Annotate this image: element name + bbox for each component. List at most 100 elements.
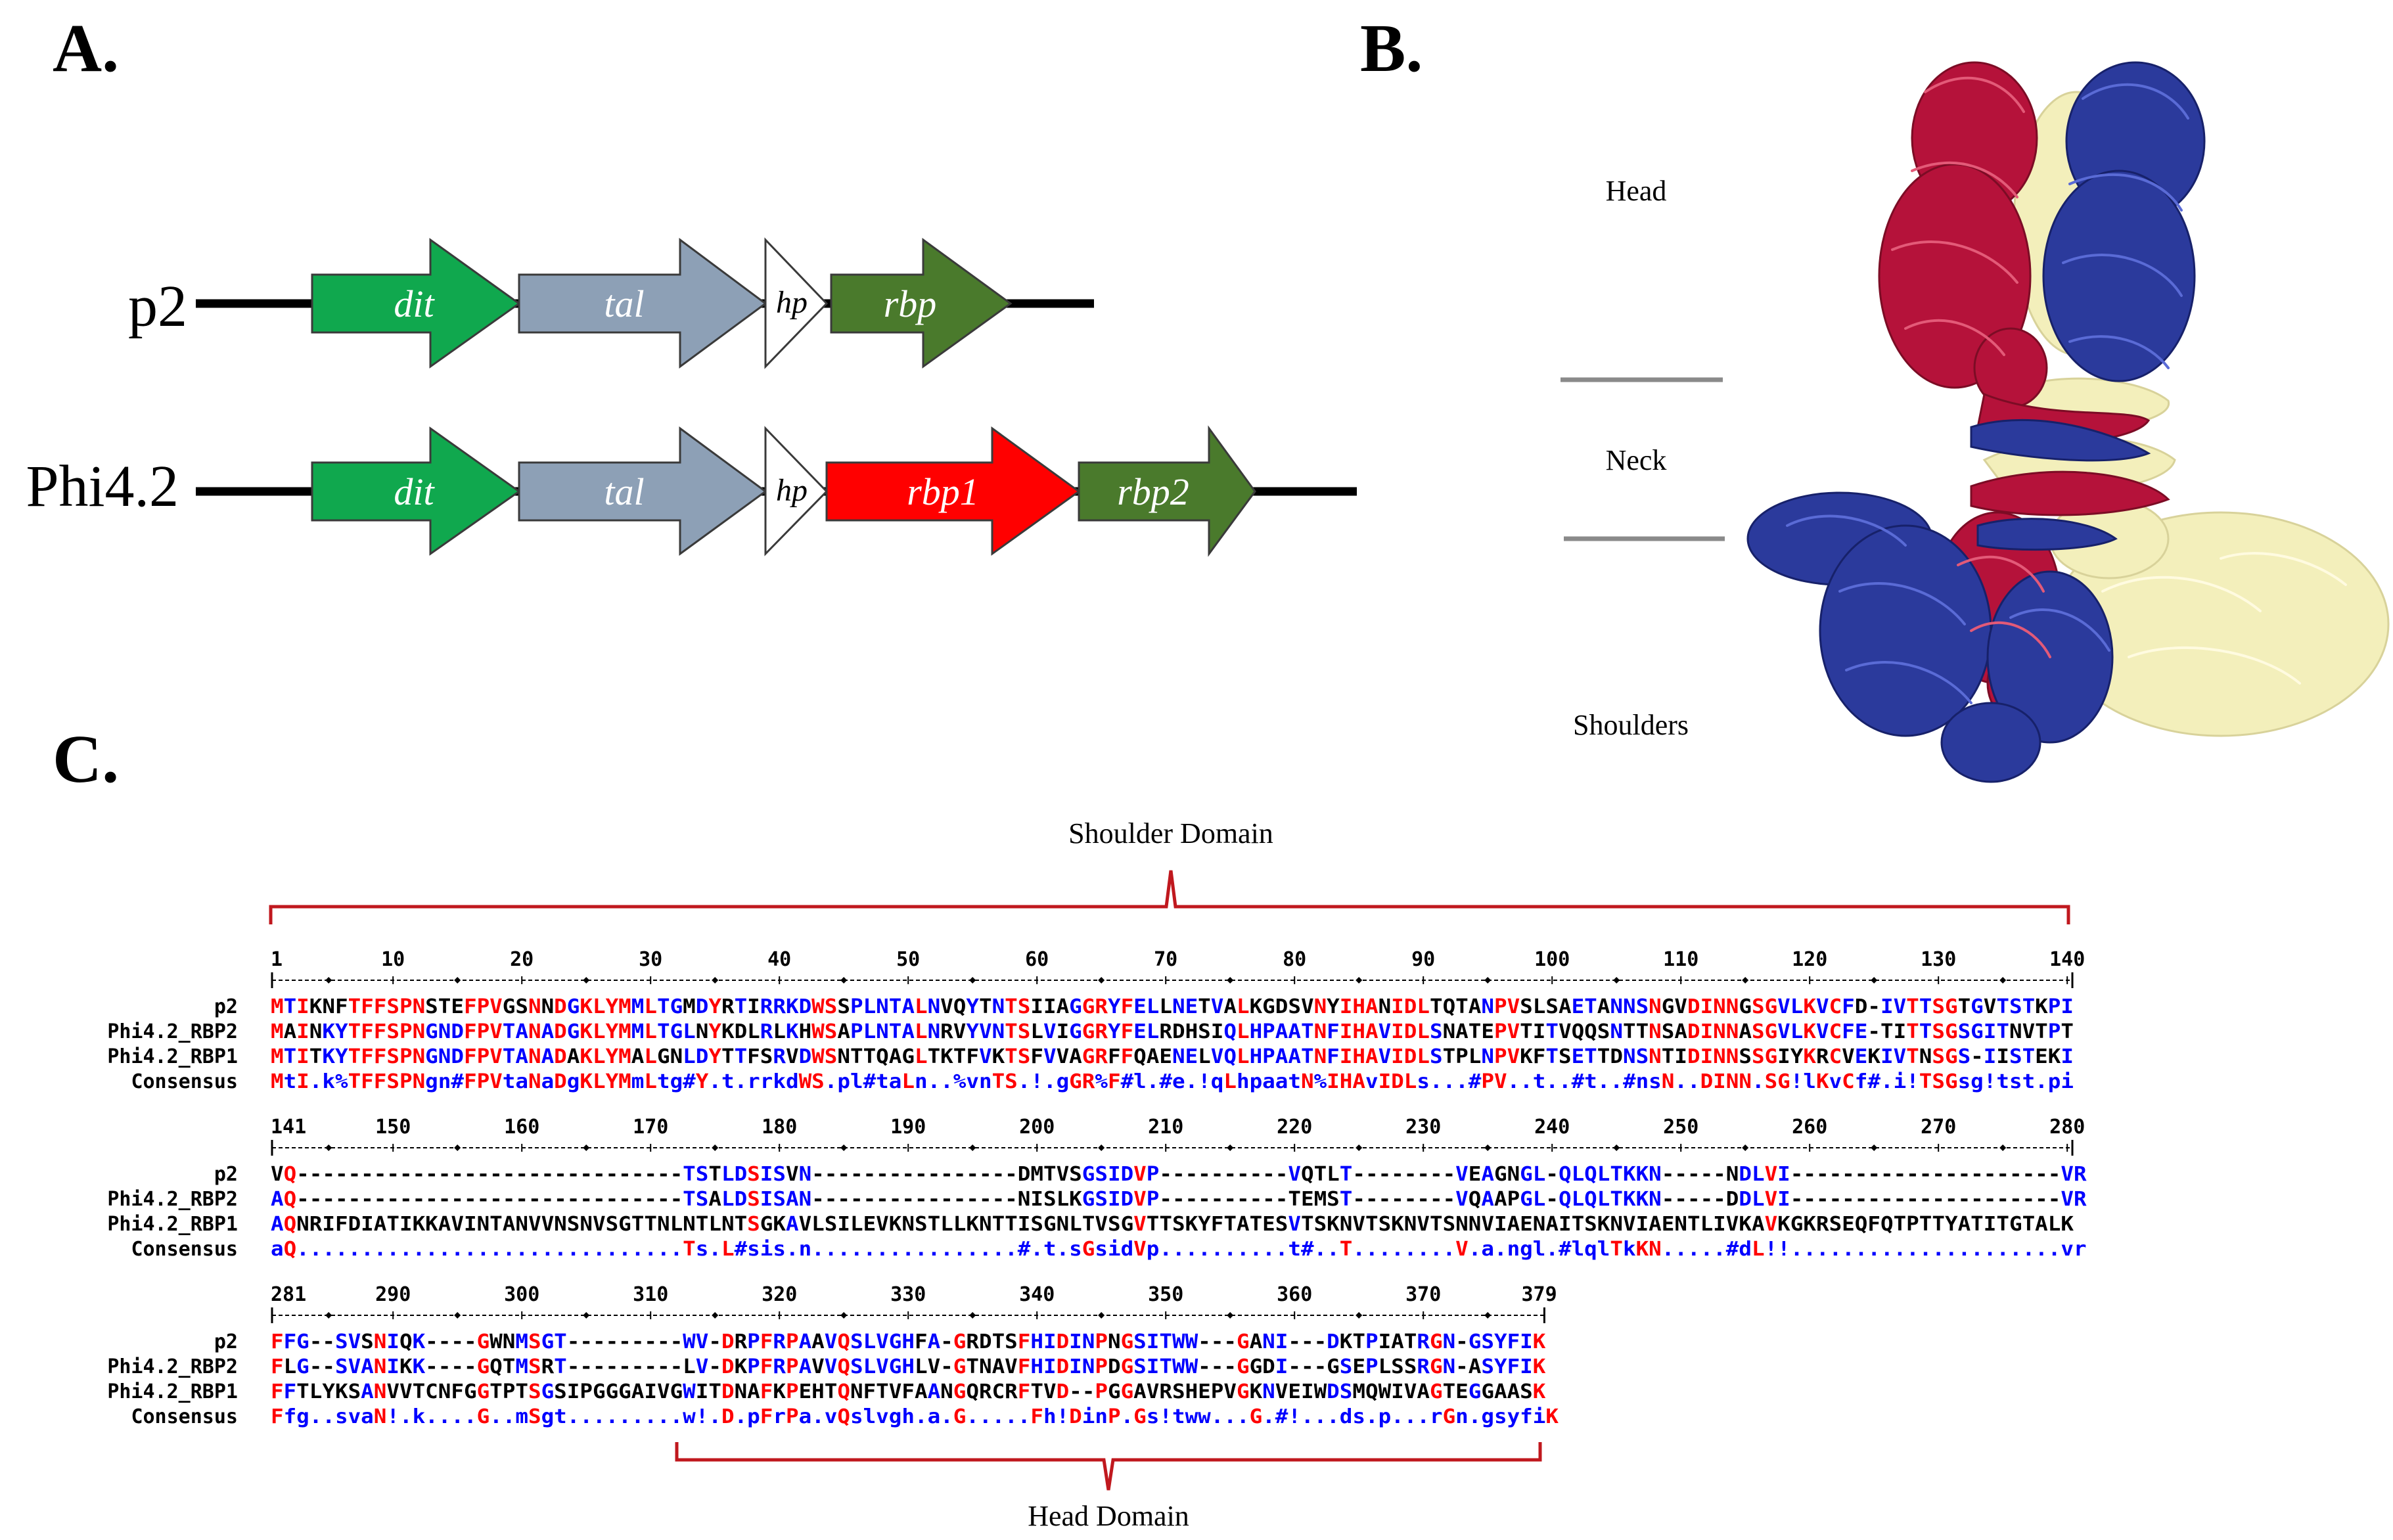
gene-label: dit [394, 283, 435, 325]
ruler-tick [454, 1312, 461, 1319]
sequence-name: Consensus [131, 1070, 238, 1093]
gene-label: hp [776, 285, 808, 320]
shoulder-domain-label: Shoulder Domain [1068, 817, 1273, 849]
ruler-tick [1999, 1144, 2007, 1151]
ruler-number: 379 [1522, 1283, 1557, 1306]
gene-dit: dit [311, 426, 521, 556]
ruler-number: 10 [381, 948, 405, 971]
gene-label: tal [604, 470, 644, 513]
ruler-tick [1098, 1312, 1105, 1319]
ruler-tick [969, 977, 976, 984]
sequence-row: MtI.k%TFFSPNgn#FPVtaNaDgKLYMmLtg#Y.t.rrk… [271, 1070, 2074, 1093]
sequence-row: AQNRIFDIATIKKAVINTANVVNSNVSGTTNLNTLNTSGK… [271, 1213, 2074, 1236]
gene-hp: hp [764, 426, 829, 556]
ruler-tick [969, 1312, 976, 1319]
ruler-tick [1356, 977, 1363, 984]
head-domain-label: Head Domain [1028, 1500, 1189, 1532]
ruler-tick [454, 977, 461, 984]
sequence-row: VQ------------------------------TSTLDSIS… [271, 1163, 2087, 1186]
sequence-name: p2 [214, 1330, 238, 1353]
ruler-tick [1871, 977, 1878, 984]
ruler-tick [1613, 1144, 1620, 1151]
ruler-number: 280 [2049, 1116, 2085, 1139]
ruler-tick [583, 977, 590, 984]
ruler-number: 210 [1148, 1116, 1183, 1139]
sequence-name: p2 [214, 995, 238, 1018]
protein-structure: Head Neck Shoulders [1561, 61, 2390, 783]
ruler-number: 220 [1277, 1116, 1312, 1139]
ruler-number: 141 [271, 1116, 306, 1139]
panel-a-label: A. [53, 11, 119, 86]
gene-dit: dit [311, 238, 521, 369]
ruler-tick [1484, 1144, 1492, 1151]
ruler-number: 340 [1019, 1283, 1055, 1306]
ruler-tick [325, 1144, 332, 1151]
ruler-number: 60 [1025, 948, 1049, 971]
ruler-number: 180 [762, 1116, 797, 1139]
ruler-tick [1227, 1144, 1234, 1151]
sequence-name: Consensus [131, 1238, 238, 1261]
ruler-number: 330 [890, 1283, 926, 1306]
sequence-name: Phi4.2_RBP2 [107, 1020, 238, 1043]
head-domain-bracket [675, 1442, 1542, 1491]
gene-hp: hp [764, 237, 829, 369]
ruler-tick [1871, 1144, 1878, 1151]
operon-phi4-2: Phi4.2 dit tal hp rbp1 rbp2 [26, 425, 1357, 557]
ruler-tick [840, 977, 848, 984]
ruler-tick [1742, 1144, 1749, 1151]
sequence-row: MAINKYTFFSPNGNDFPVTANADGKLYMMLTGLNYKDLRL… [271, 1020, 2074, 1043]
ruler-number: 80 [1283, 948, 1306, 971]
ruler-number: 250 [1663, 1116, 1698, 1139]
ruler-number: 1 [271, 948, 283, 971]
sequence-row: FFTLYKSANVVTCNFGGTPTSGSIPGGGAIVGWITDNAFK… [271, 1380, 1545, 1403]
gene-rbp1: rbp1 [825, 426, 1081, 556]
ruler-number: 190 [890, 1116, 926, 1139]
ruler-tick [583, 1312, 590, 1319]
operon-p2: p2 dit tal hp rbp [128, 237, 1094, 369]
ruler-number: 140 [2049, 948, 2085, 971]
ruler-number: 310 [633, 1283, 668, 1306]
panel-c-label: C. [53, 721, 119, 797]
ruler-number: 100 [1534, 948, 1570, 971]
head-region-label: Head [1606, 175, 1667, 207]
ruler-number: 150 [375, 1116, 411, 1139]
operon-name: p2 [128, 274, 187, 339]
ruler-tick [1742, 977, 1749, 984]
strand-texture [1786, 76, 2347, 704]
neck-region-label: Neck [1606, 444, 1667, 476]
gene-label: rbp2 [1117, 470, 1189, 513]
gene-label: rbp [884, 283, 937, 325]
ruler-tick [1356, 1312, 1363, 1319]
ruler-number: 170 [633, 1116, 668, 1139]
ruler-tick [1999, 977, 2007, 984]
sequence-name: Phi4.2_RBP1 [107, 1213, 238, 1236]
ruler-number: 40 [767, 948, 791, 971]
ruler-number: 90 [1411, 948, 1435, 971]
ruler-tick [1613, 977, 1620, 984]
ruler-tick [583, 1144, 590, 1151]
sequence-row: MTITKYTFFSPNGNDFPVTANADAKLYMALGNLDYTTFSR… [271, 1045, 2074, 1068]
ruler-tick [1356, 1144, 1363, 1151]
gene-rbp: rbp [830, 238, 1013, 369]
ruler-tick [712, 977, 719, 984]
sequence-row: FFG--SVSNIQK----GWNMSGT---------WV-DRPFR… [271, 1330, 1545, 1353]
ruler-tick [325, 1312, 332, 1319]
sequence-row: FLG--SVANIKK----GQTMSRT---------LV-DKPFR… [271, 1355, 1545, 1378]
gene-label: hp [776, 473, 808, 508]
sequence-name: Phi4.2_RBP1 [107, 1045, 238, 1068]
gene-tal: tal [518, 238, 767, 369]
ruler-number: 230 [1405, 1116, 1441, 1139]
gene-label: tal [604, 283, 644, 325]
ruler-number: 260 [1792, 1116, 1827, 1139]
ruler-tick [325, 977, 332, 984]
ruler-tick [969, 1144, 976, 1151]
ruler-tick [712, 1312, 719, 1319]
gene-tal: tal [518, 426, 767, 556]
ruler-number: 30 [639, 948, 662, 971]
ruler-tick [712, 1144, 719, 1151]
ruler-tick [454, 1144, 461, 1151]
